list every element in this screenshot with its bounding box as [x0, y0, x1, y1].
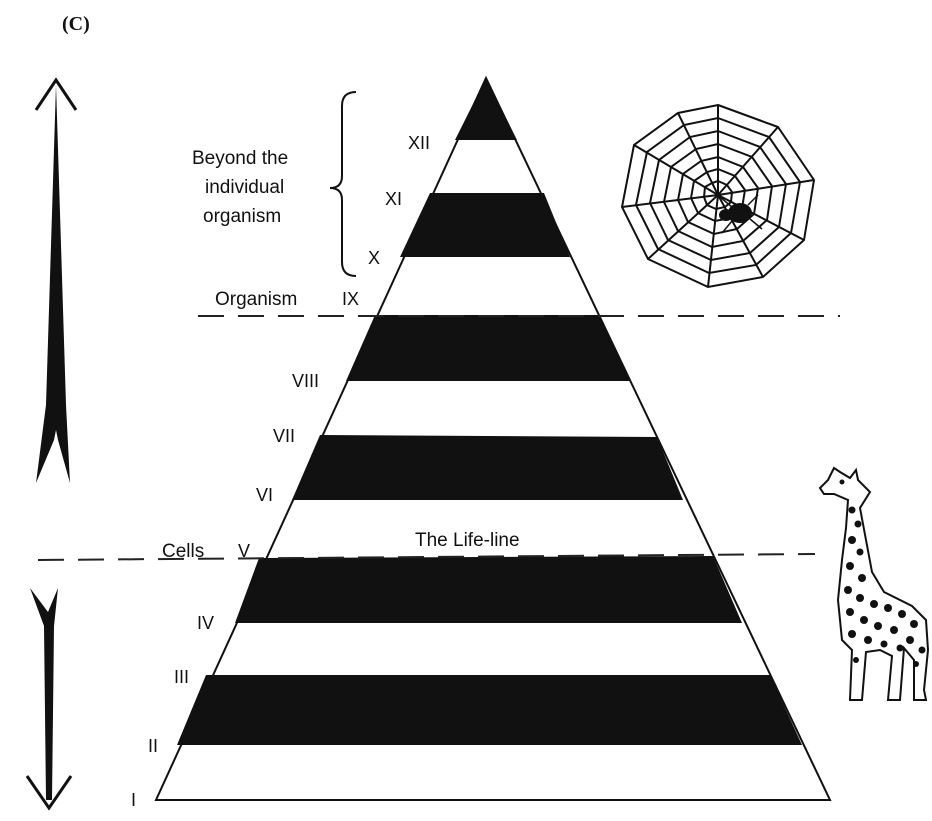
band-v [235, 556, 742, 623]
level-iv: IV [197, 613, 214, 633]
level-vi: VI [256, 485, 273, 505]
cells-label: Cells [162, 541, 204, 562]
life-line-label: The Life-line [415, 530, 520, 551]
beyond-label-line3: organism [203, 206, 281, 227]
band-ix [346, 315, 630, 381]
giraffe-icon [820, 468, 928, 700]
level-x: X [368, 248, 380, 268]
spider-web-icon [622, 105, 814, 287]
band-vii [292, 435, 683, 500]
level-iii: III [174, 667, 189, 687]
level-v: V [238, 541, 250, 561]
brace-icon [330, 92, 356, 276]
level-ix: IX [342, 289, 359, 309]
beyond-label-line1: Beyond the [192, 148, 288, 169]
level-xi: XI [385, 189, 402, 209]
band-iii [177, 675, 802, 745]
level-viii: VIII [292, 371, 319, 391]
band-xii [455, 78, 517, 140]
up-arrow-icon [36, 80, 76, 483]
panel-label: (C) [62, 13, 90, 35]
level-vii: VII [273, 426, 295, 446]
beyond-label-line2: individual [205, 177, 284, 198]
level-i: I [131, 790, 136, 810]
level-ii: II [148, 736, 158, 756]
down-arrow-icon [27, 588, 71, 808]
level-xii: XII [408, 133, 430, 153]
organism-label: Organism [215, 289, 297, 310]
